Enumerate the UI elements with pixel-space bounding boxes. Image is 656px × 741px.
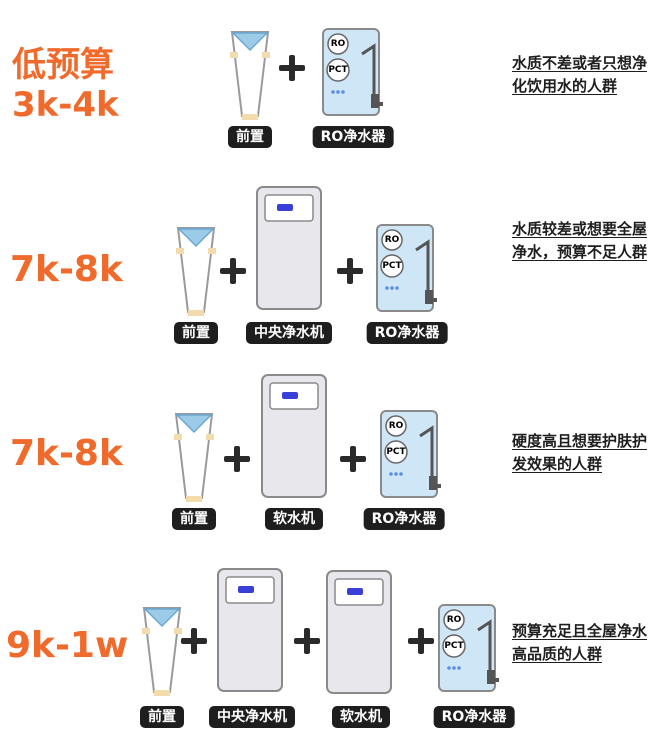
ro-purifier-icon: RO PCT [376, 224, 438, 314]
pre-filter-icon [230, 30, 270, 122]
pre-filter-icon [174, 412, 214, 504]
tier-description-text: 水质较差或想要全屋净水，预算不足人群 [512, 220, 648, 261]
tier-description: 硬度高且想要护肤护发效果的人群 [512, 430, 648, 476]
tier-price: 7k-8k [10, 433, 123, 474]
plus-icon [181, 628, 207, 654]
ro-purifier-icon: RO PCT [438, 604, 500, 694]
tier-price: 7k-8k [10, 249, 123, 290]
component-tag-ro-purifier: RO净水器 [312, 126, 394, 148]
water-softener-icon [326, 570, 392, 694]
component-tag-pre-filter: 前置 [140, 706, 184, 728]
component-tag-pre-filter: 前置 [228, 126, 272, 148]
tier-description-text: 硬度高且想要护肤护发效果的人群 [512, 432, 648, 473]
central-purifier-icon [217, 568, 283, 692]
component-tag-ro-purifier: RO净水器 [363, 508, 445, 530]
plus-icon [340, 446, 366, 472]
component-tag-water-softener: 软水机 [265, 508, 323, 530]
component-tag-central-purifier: 中央净水机 [246, 322, 332, 344]
tier-budget-title: 低预算 [12, 45, 114, 85]
ro-purifier-icon: RO PCT [322, 28, 384, 118]
tier-price: 3k-4k [12, 85, 119, 125]
plus-icon [294, 628, 320, 654]
plus-icon [224, 446, 250, 472]
tier-description: 水质较差或想要全屋净水，预算不足人群 [512, 218, 648, 264]
tier-description: 预算充足且全屋净水高品质的人群 [512, 620, 648, 666]
plus-icon [337, 258, 363, 284]
component-tag-pre-filter: 前置 [172, 508, 216, 530]
plus-icon [408, 628, 434, 654]
plus-icon [279, 55, 305, 81]
pct-filter-marking: PCT [328, 65, 348, 75]
component-tag-ro-purifier: RO净水器 [366, 322, 448, 344]
pct-filter-marking: PCT [444, 641, 464, 651]
ro-membrane-marking: RO [384, 235, 400, 245]
ro-membrane-marking: RO [388, 421, 404, 431]
tier-description-text: 预算充足且全屋净水高品质的人群 [512, 622, 648, 663]
component-tag-ro-purifier: RO净水器 [433, 706, 515, 728]
component-tag-pre-filter: 前置 [174, 322, 218, 344]
pre-filter-icon [142, 606, 182, 698]
pct-filter-marking: PCT [386, 447, 406, 457]
central-purifier-icon [256, 186, 322, 310]
tier-description-text: 水质不差或者只想净化饮用水的人群 [512, 54, 648, 95]
pct-filter-marking: PCT [382, 261, 402, 271]
ro-purifier-icon: RO PCT [380, 410, 442, 500]
tier-description: 水质不差或者只想净化饮用水的人群 [512, 52, 648, 98]
water-softener-icon [261, 374, 327, 498]
ro-membrane-marking: RO [330, 39, 346, 49]
ro-membrane-marking: RO [446, 615, 462, 625]
component-tag-central-purifier: 中央净水机 [209, 706, 295, 728]
pre-filter-icon [176, 226, 216, 318]
tier-price: 9k-1w [6, 625, 129, 666]
plus-icon [220, 258, 246, 284]
component-tag-water-softener: 软水机 [332, 706, 390, 728]
